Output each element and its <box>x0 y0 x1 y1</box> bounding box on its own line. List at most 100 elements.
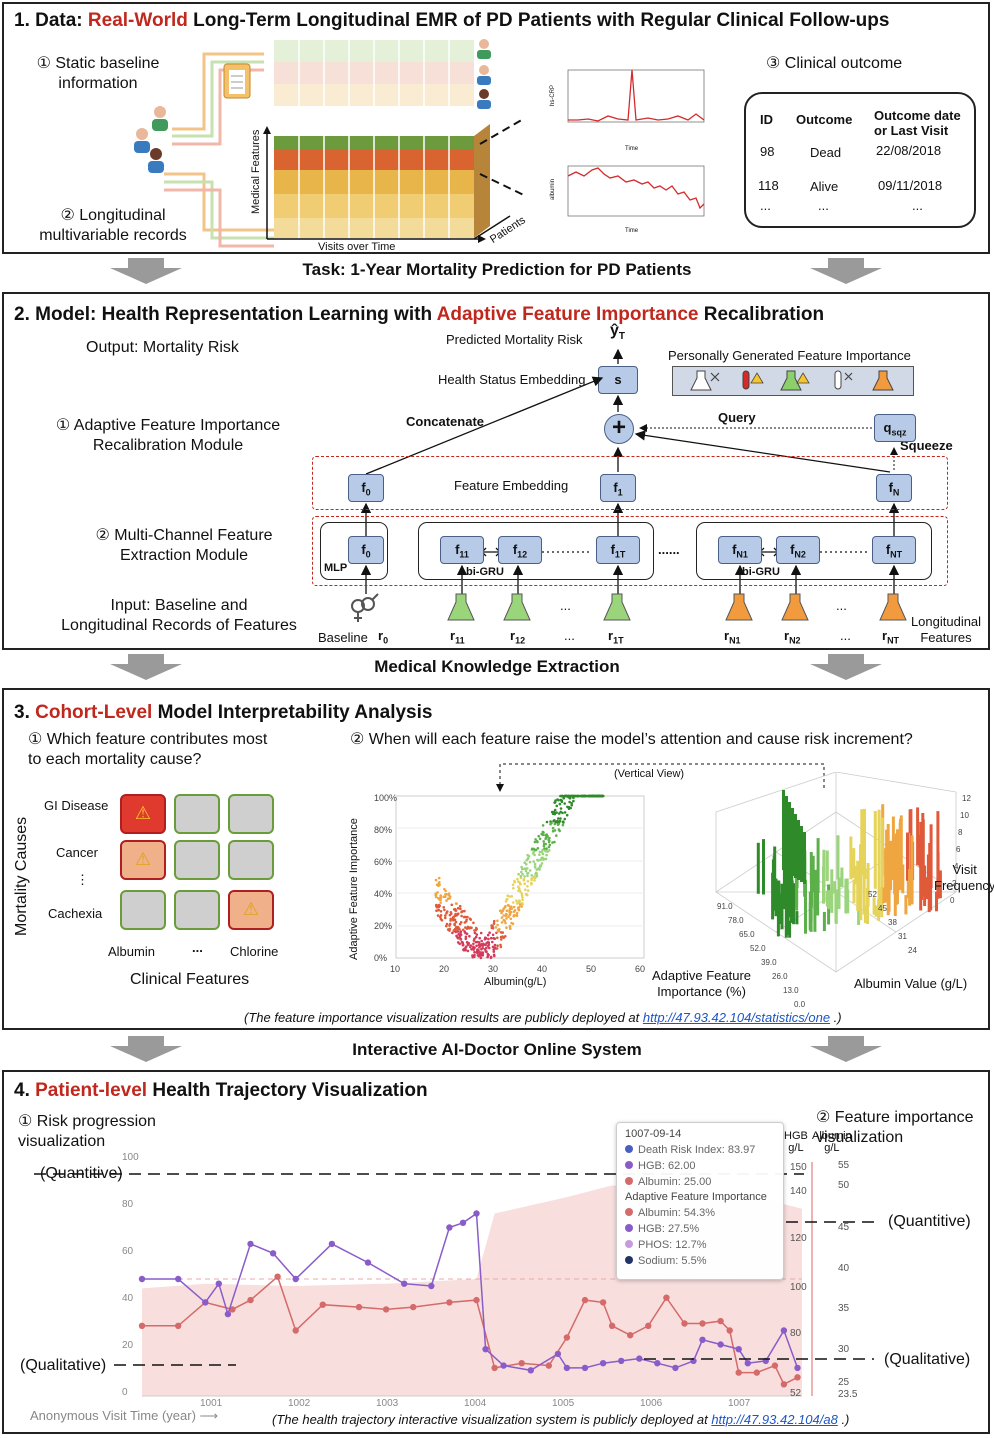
scatter-point <box>464 931 467 935</box>
scatter-ytick: 40% <box>374 889 393 899</box>
scatter-point <box>515 899 518 902</box>
scatter-point <box>495 931 498 935</box>
albumin-tick: 35 <box>838 1303 850 1314</box>
scatter-point <box>535 868 538 871</box>
scatter-point <box>479 954 483 957</box>
scatter-point <box>513 881 516 884</box>
albumin-tick: 30 <box>838 1344 850 1355</box>
scatter-point <box>472 939 476 942</box>
tooltip-row-text: HGB: 62.00 <box>638 1160 696 1172</box>
scatter-point <box>445 892 448 896</box>
hgb-point <box>554 1350 562 1358</box>
statistics-link[interactable]: http://47.93.42.104/statistics/one <box>642 1010 831 1025</box>
surface-ztick: 12 <box>962 794 971 803</box>
scatter-point <box>570 802 573 805</box>
scatter-point <box>486 952 490 956</box>
surface-bar <box>784 892 788 938</box>
scatter-point <box>553 808 557 812</box>
scatter-xlabel: Albumin(g/L) <box>484 976 547 988</box>
scatter-point <box>505 917 508 920</box>
surface-bar <box>830 869 834 913</box>
flask-icon <box>503 593 531 621</box>
data-cube-illustration <box>134 39 524 248</box>
albumin-point <box>608 1322 616 1329</box>
scatter-point <box>532 876 535 879</box>
scatter-point <box>461 943 465 946</box>
surface-bar <box>938 870 942 899</box>
x-tick: 1004 <box>464 1398 487 1409</box>
scatter-point <box>509 927 512 930</box>
scatter-point <box>509 917 513 921</box>
surface-bar <box>927 872 931 913</box>
trajectory-link[interactable]: http://47.93.42.104/a8 <box>711 1412 838 1427</box>
hgb-point <box>459 1219 467 1226</box>
q-box-letter: q <box>883 420 892 435</box>
surface-bar <box>837 877 841 910</box>
tooltip-row: PHOS: 12.7% <box>625 1237 775 1253</box>
scatter-point <box>459 937 463 941</box>
scatter-point <box>587 794 591 798</box>
scatter-point <box>492 953 496 957</box>
albumin-point <box>175 1322 182 1329</box>
hgb-point <box>599 1360 607 1367</box>
flask-icon <box>872 370 894 391</box>
scatter-point <box>561 794 564 798</box>
r-letter: r <box>378 628 384 643</box>
tooltip-row-text: Sodium: 5.5% <box>638 1255 707 1267</box>
surface-ytick: 52.0 <box>750 944 766 953</box>
scatter-point <box>459 921 463 924</box>
albumin-tick: 25 <box>838 1377 850 1388</box>
scatter-point <box>486 941 489 944</box>
concat-plus-icon: + <box>604 414 634 444</box>
output-label: Output: Mortality Risk <box>86 339 239 356</box>
x-tick: 1001 <box>200 1398 223 1409</box>
surface-bar <box>795 871 799 911</box>
scatter-point <box>438 898 442 902</box>
albumin-point <box>794 1374 801 1381</box>
dots-middle: ...... <box>658 542 680 557</box>
scatter-point <box>493 943 497 947</box>
f-sub: N2 <box>794 549 806 560</box>
bigru-block-2 <box>696 522 932 580</box>
scatter-point <box>537 834 540 838</box>
scatter-point <box>488 946 491 950</box>
surface-ytick: 65.0 <box>739 930 755 939</box>
hgb-point <box>500 1362 507 1369</box>
yhat-sub: T <box>618 331 626 343</box>
scatter-point <box>545 847 548 850</box>
scatter-point <box>512 914 516 917</box>
scatter-point <box>534 838 537 841</box>
scatter-point <box>499 931 503 934</box>
hgb-point <box>138 1275 146 1283</box>
scatter-point <box>475 951 479 954</box>
scatter-point <box>444 889 447 893</box>
scatter-point <box>526 880 530 883</box>
scatter-point <box>454 909 458 912</box>
surface-bar <box>827 890 831 910</box>
scatter-point <box>545 820 549 824</box>
scatter-point <box>568 796 571 800</box>
x-tick: 1003 <box>376 1398 399 1409</box>
panel2-title-prefix: 2. Model: Health Representation Learning… <box>14 304 437 325</box>
scatter-xtick: 20 <box>439 964 450 974</box>
surface-bar <box>894 833 898 905</box>
scatter-point <box>500 911 503 915</box>
surface-bar <box>874 905 878 917</box>
scatter-point <box>443 908 446 912</box>
tooltip-section: Adaptive Feature Importance <box>625 1191 767 1203</box>
scatter-point <box>466 949 470 953</box>
scatter-point <box>434 895 438 899</box>
surface-bar <box>816 881 820 916</box>
tooltip-row-text: HGB: 27.5% <box>638 1223 700 1235</box>
panel3-title-highlight: Cohort-Level <box>35 702 153 723</box>
flask-icon <box>781 593 809 621</box>
scatter-point <box>533 848 537 852</box>
hgb-point <box>654 1360 661 1367</box>
scatter-point <box>561 820 565 824</box>
surface-bar <box>780 883 784 930</box>
q-box: qsqz <box>874 414 916 442</box>
surface-bar <box>889 840 893 891</box>
scatter-point <box>479 931 483 935</box>
scatter-xtick: 10 <box>390 964 401 974</box>
scatter-point <box>482 942 485 946</box>
